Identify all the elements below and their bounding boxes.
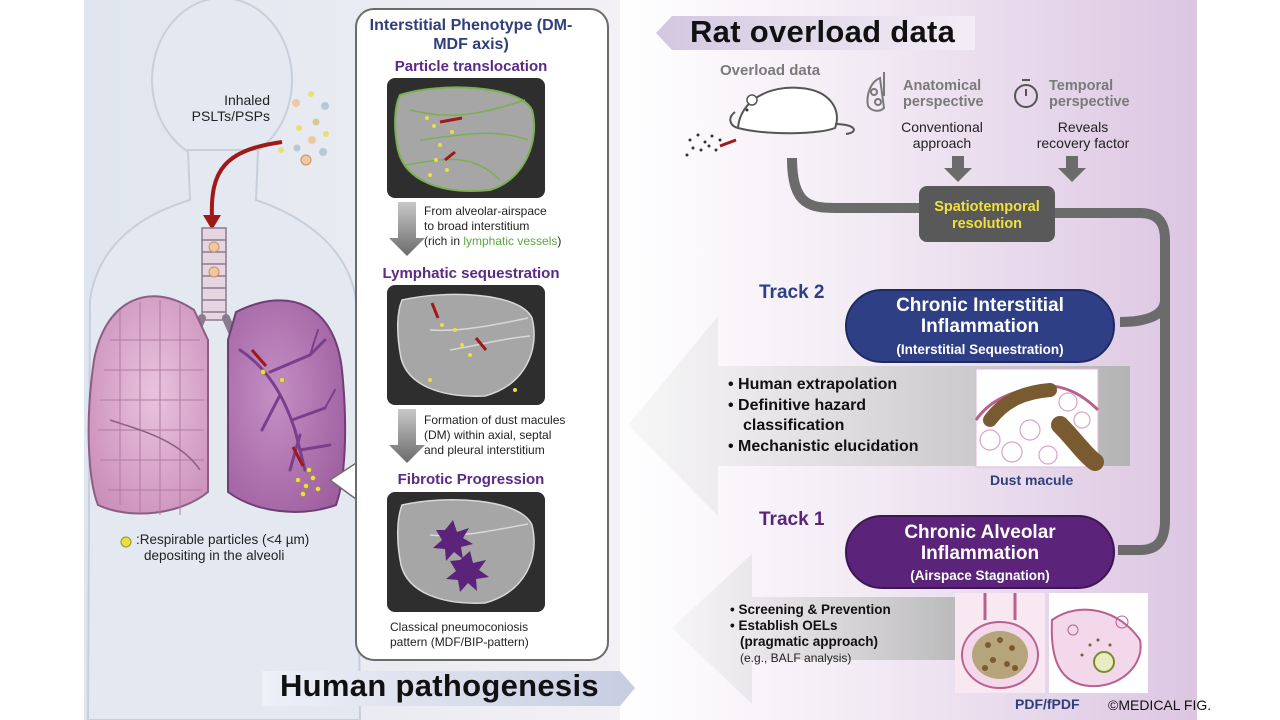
anatomical-line-1: Anatomical bbox=[903, 78, 982, 94]
inhaled-label: Inhaled PSLTs/PSPs bbox=[191, 92, 270, 124]
track1-subtitle: (Airspace Stagnation) bbox=[910, 568, 1050, 583]
rat-banner bbox=[656, 16, 975, 50]
track1-bullet-2-text: Establish OELs bbox=[738, 618, 838, 633]
track2-bullet-1: • Human extrapolation bbox=[728, 376, 898, 393]
legend-line-1: :Respirable particles (<4 µm) bbox=[136, 532, 310, 547]
alveolar-deposits bbox=[260, 369, 321, 497]
overload-label: Overload data bbox=[720, 62, 821, 79]
exposure-particles bbox=[685, 133, 722, 157]
stage-image-fibrotic-progression bbox=[387, 492, 545, 612]
track2-bullets: • Human extrapolation • Definitive hazar… bbox=[728, 375, 919, 457]
transition-1-line-2: to broad interstitium bbox=[424, 219, 530, 233]
transition-2-line-1: Formation of dust macules bbox=[424, 413, 566, 427]
track2-bullet-3: • Mechanistic elucidation bbox=[728, 437, 919, 455]
track1-bullet-1-text: Screening & Prevention bbox=[738, 602, 891, 617]
track2-title: Chronic Interstitial Inflammation bbox=[896, 295, 1064, 337]
overload-flow-connector bbox=[787, 157, 925, 213]
left-lung-lobule-pattern bbox=[98, 300, 204, 515]
anatomical-label: Anatomical perspective bbox=[903, 78, 984, 110]
copyright-text: ©MEDICAL FIG. bbox=[1108, 697, 1212, 713]
pdf-image-1 bbox=[955, 593, 1045, 693]
temporal-description: Reveals recovery factor bbox=[1018, 119, 1148, 151]
stopwatch-icon bbox=[1014, 79, 1038, 108]
deposit-arrow-2 bbox=[291, 446, 305, 467]
temporal-desc-line-1: Reveals bbox=[1057, 119, 1109, 135]
pdf-image-2 bbox=[1049, 593, 1148, 693]
final-pattern-text: Classical pneumoconiosis pattern (MDF/BI… bbox=[390, 620, 529, 650]
track2-bullet-1-text: Human extrapolation bbox=[738, 376, 898, 393]
rat-icon bbox=[729, 86, 855, 135]
left-lung bbox=[87, 295, 209, 515]
inhaled-particles bbox=[278, 91, 329, 166]
transition-1-text: From alveolar-airspace to broad intersti… bbox=[424, 204, 561, 249]
track1-pill bbox=[845, 515, 1115, 589]
anatomical-desc-line-1: Conventional bbox=[901, 119, 983, 135]
bronchial-tree bbox=[238, 329, 336, 472]
stage-image-lymphatic-sequestration bbox=[387, 285, 545, 405]
temporal-label: Temporal perspective bbox=[1049, 78, 1130, 110]
track-flow-line bbox=[1055, 208, 1170, 555]
anatomical-line-2: perspective bbox=[903, 94, 984, 110]
track2-connector bbox=[1119, 299, 1170, 327]
track1-bullet-2: • Establish OELs bbox=[730, 618, 838, 633]
transition-1-line-3-post: ) bbox=[557, 234, 562, 248]
track1-bullet-1: • Screening & Prevention bbox=[730, 602, 891, 617]
track1-note: (e.g., BALF analysis) bbox=[740, 651, 852, 665]
transition-2-line-2: (DM) within axial, septal bbox=[424, 428, 552, 442]
stage-heading-3: Fibrotic Progression bbox=[397, 471, 545, 488]
spatiotemporal-box bbox=[919, 186, 1055, 242]
track2-bullet-2-cont: classification bbox=[743, 417, 845, 434]
transition-1-line-3: (rich in lymphatic vessels) bbox=[424, 234, 561, 249]
track1-output-arrow bbox=[672, 554, 980, 704]
dust-macule-caption: Dust macule bbox=[990, 472, 1074, 488]
anatomical-desc-line-2: approach bbox=[912, 135, 972, 151]
human-silhouette bbox=[86, 0, 362, 720]
spatiotemporal-label: Spatiotemporal resolution bbox=[934, 199, 1040, 232]
lung-icon bbox=[866, 72, 886, 112]
phenotype-panel-title: Interstitial Phenotype (DM-MDF axis) bbox=[369, 17, 573, 53]
human-banner bbox=[262, 671, 635, 706]
stage-heading-2: Lymphatic sequestration bbox=[382, 265, 560, 282]
stage-heading-1: Particle translocation bbox=[394, 58, 548, 75]
stage-arrow-1 bbox=[389, 202, 425, 256]
temporal-down-arrow bbox=[1058, 156, 1086, 182]
temporal-line-2: perspective bbox=[1049, 94, 1130, 110]
temporal-line-1: Temporal bbox=[1049, 78, 1114, 94]
anatomical-down-arrow bbox=[944, 156, 972, 182]
human-pathogenesis-title: Human pathogenesis bbox=[280, 668, 599, 703]
stage-arrow-2 bbox=[389, 409, 425, 463]
legend-line-2: depositing in the alveoli bbox=[144, 548, 285, 563]
transition-2-text: Formation of dust macules (DM) within ax… bbox=[424, 413, 565, 458]
track2-label: Track 2 bbox=[759, 282, 825, 303]
pdf-caption: PDF/fPDF bbox=[1015, 696, 1080, 712]
transition-1-line-1: From alveolar-airspace bbox=[424, 204, 547, 218]
track2-pill bbox=[845, 289, 1115, 363]
track1-label: Track 1 bbox=[759, 509, 825, 530]
track1-bullet-2-cont: (pragmatic approach) bbox=[740, 634, 879, 649]
temporal-desc-line-2: recovery factor bbox=[1036, 135, 1130, 151]
exposure-arrow bbox=[719, 138, 737, 148]
legend-particle-icon bbox=[120, 536, 132, 548]
track2-bullet-2-text: Definitive hazard bbox=[738, 396, 867, 414]
transition-2-line-3: and pleural interstitium bbox=[424, 443, 545, 457]
stage-image-particle-translocation bbox=[387, 78, 545, 198]
track1-bullets: • Screening & Prevention • Establish OEL… bbox=[730, 602, 891, 666]
track2-bullet-3-text: Mechanistic elucidation bbox=[738, 437, 919, 455]
final-line-1: Classical pneumoconiosis bbox=[390, 620, 529, 634]
dust-macule-image bbox=[974, 368, 1104, 471]
anatomical-description: Conventional approach bbox=[882, 119, 1002, 151]
deposit-arrow-1 bbox=[250, 349, 268, 367]
track1-title: Chronic Alveolar Inflammation bbox=[904, 522, 1056, 564]
legend-text: :Respirable particles (<4 µm) depositing… bbox=[136, 532, 309, 564]
final-line-2: pattern (MDF/BIP-pattern) bbox=[390, 635, 529, 649]
rat-overload-title: Rat overload data bbox=[690, 14, 956, 49]
transition-1-line-3-pre: (rich in bbox=[424, 234, 464, 248]
track2-subtitle: (Interstitial Sequestration) bbox=[896, 342, 1064, 357]
left-lung-fissure bbox=[109, 419, 201, 471]
lymphatic-vessels-text: lymphatic vessels bbox=[463, 234, 558, 248]
inhalation-arrow bbox=[203, 140, 283, 230]
track2-bullet-2: • Definitive hazard bbox=[728, 396, 867, 414]
